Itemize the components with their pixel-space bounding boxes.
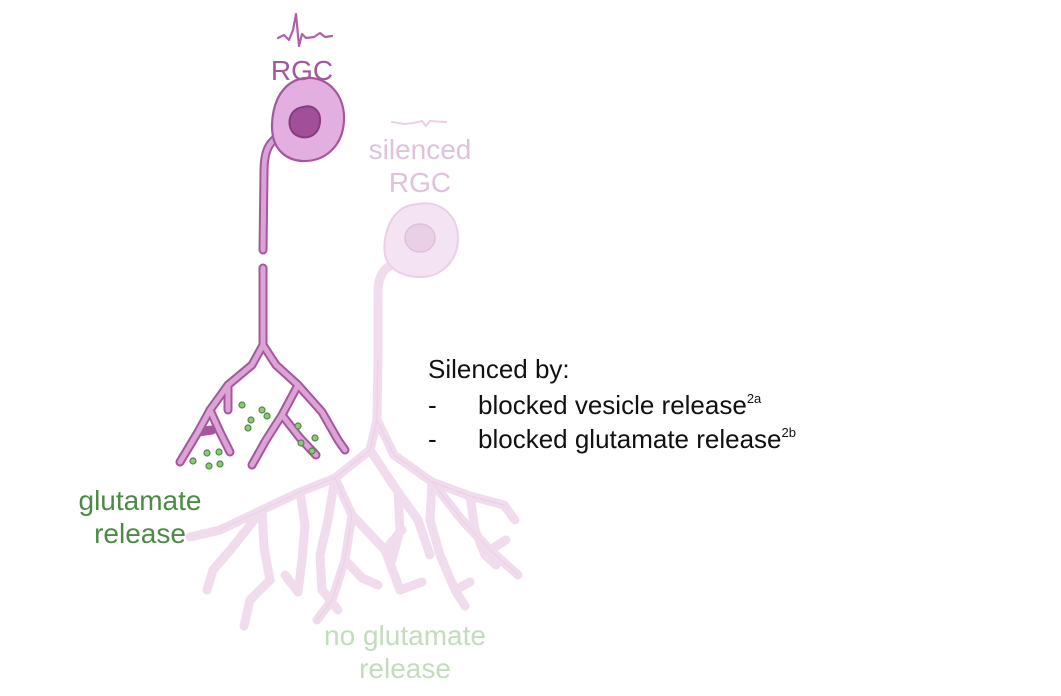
- vesicle: [295, 423, 301, 429]
- citation-ref: 2a: [747, 391, 761, 406]
- vesicle: [259, 407, 265, 413]
- vesicle: [309, 448, 315, 454]
- silenced-rgc-label-line2: RGC: [350, 166, 490, 199]
- rgc-label: RGC: [262, 54, 342, 87]
- citation-ref: 2b: [782, 425, 796, 440]
- vesicle: [245, 425, 251, 431]
- vesicle: [312, 435, 318, 441]
- silenced-rgc-label: silenced RGC: [350, 133, 490, 199]
- vesicle: [204, 450, 210, 456]
- rgc-label-text: RGC: [262, 54, 342, 87]
- glutamate-release-line1: glutamate: [40, 484, 240, 517]
- glutamate-release-line2: release: [40, 517, 240, 550]
- no-glutamate-release-label: no glutamate release: [290, 619, 520, 685]
- action-potential-trace-icon: [278, 14, 332, 46]
- vesicle: [298, 440, 304, 446]
- vesicle: [239, 402, 245, 408]
- silenced-by-heading: Silenced by:: [428, 353, 796, 387]
- silenced-by-item: blocked glutamate release2b: [428, 423, 796, 457]
- active-nucleus: [289, 106, 320, 137]
- vesicle: [190, 458, 196, 464]
- silenced-rgc-label-line1: silenced: [350, 133, 490, 166]
- vesicle: [264, 413, 270, 419]
- vesicle: [217, 461, 223, 467]
- vesicle: [206, 463, 212, 469]
- no-glutamate-release-line2: release: [290, 652, 520, 685]
- silenced-by-items: blocked vesicle release2a blocked glutam…: [428, 389, 796, 457]
- silenced-by-item-text: blocked glutamate release: [478, 424, 782, 454]
- silenced-by-item-text: blocked vesicle release: [478, 390, 747, 420]
- vesicle: [216, 449, 222, 455]
- active-axon-branches: [180, 268, 345, 465]
- glutamate-release-label: glutamate release: [40, 484, 240, 550]
- silenced-axon-upper: [378, 262, 400, 355]
- silenced-nucleus: [405, 224, 435, 252]
- silenced-by-item: blocked vesicle release2a: [428, 389, 796, 423]
- silenced-by-list: Silenced by: blocked vesicle release2a b…: [428, 353, 796, 456]
- flat-trace-icon: [392, 121, 446, 126]
- vesicle: [248, 417, 254, 423]
- no-glutamate-release-line1: no glutamate: [290, 619, 520, 652]
